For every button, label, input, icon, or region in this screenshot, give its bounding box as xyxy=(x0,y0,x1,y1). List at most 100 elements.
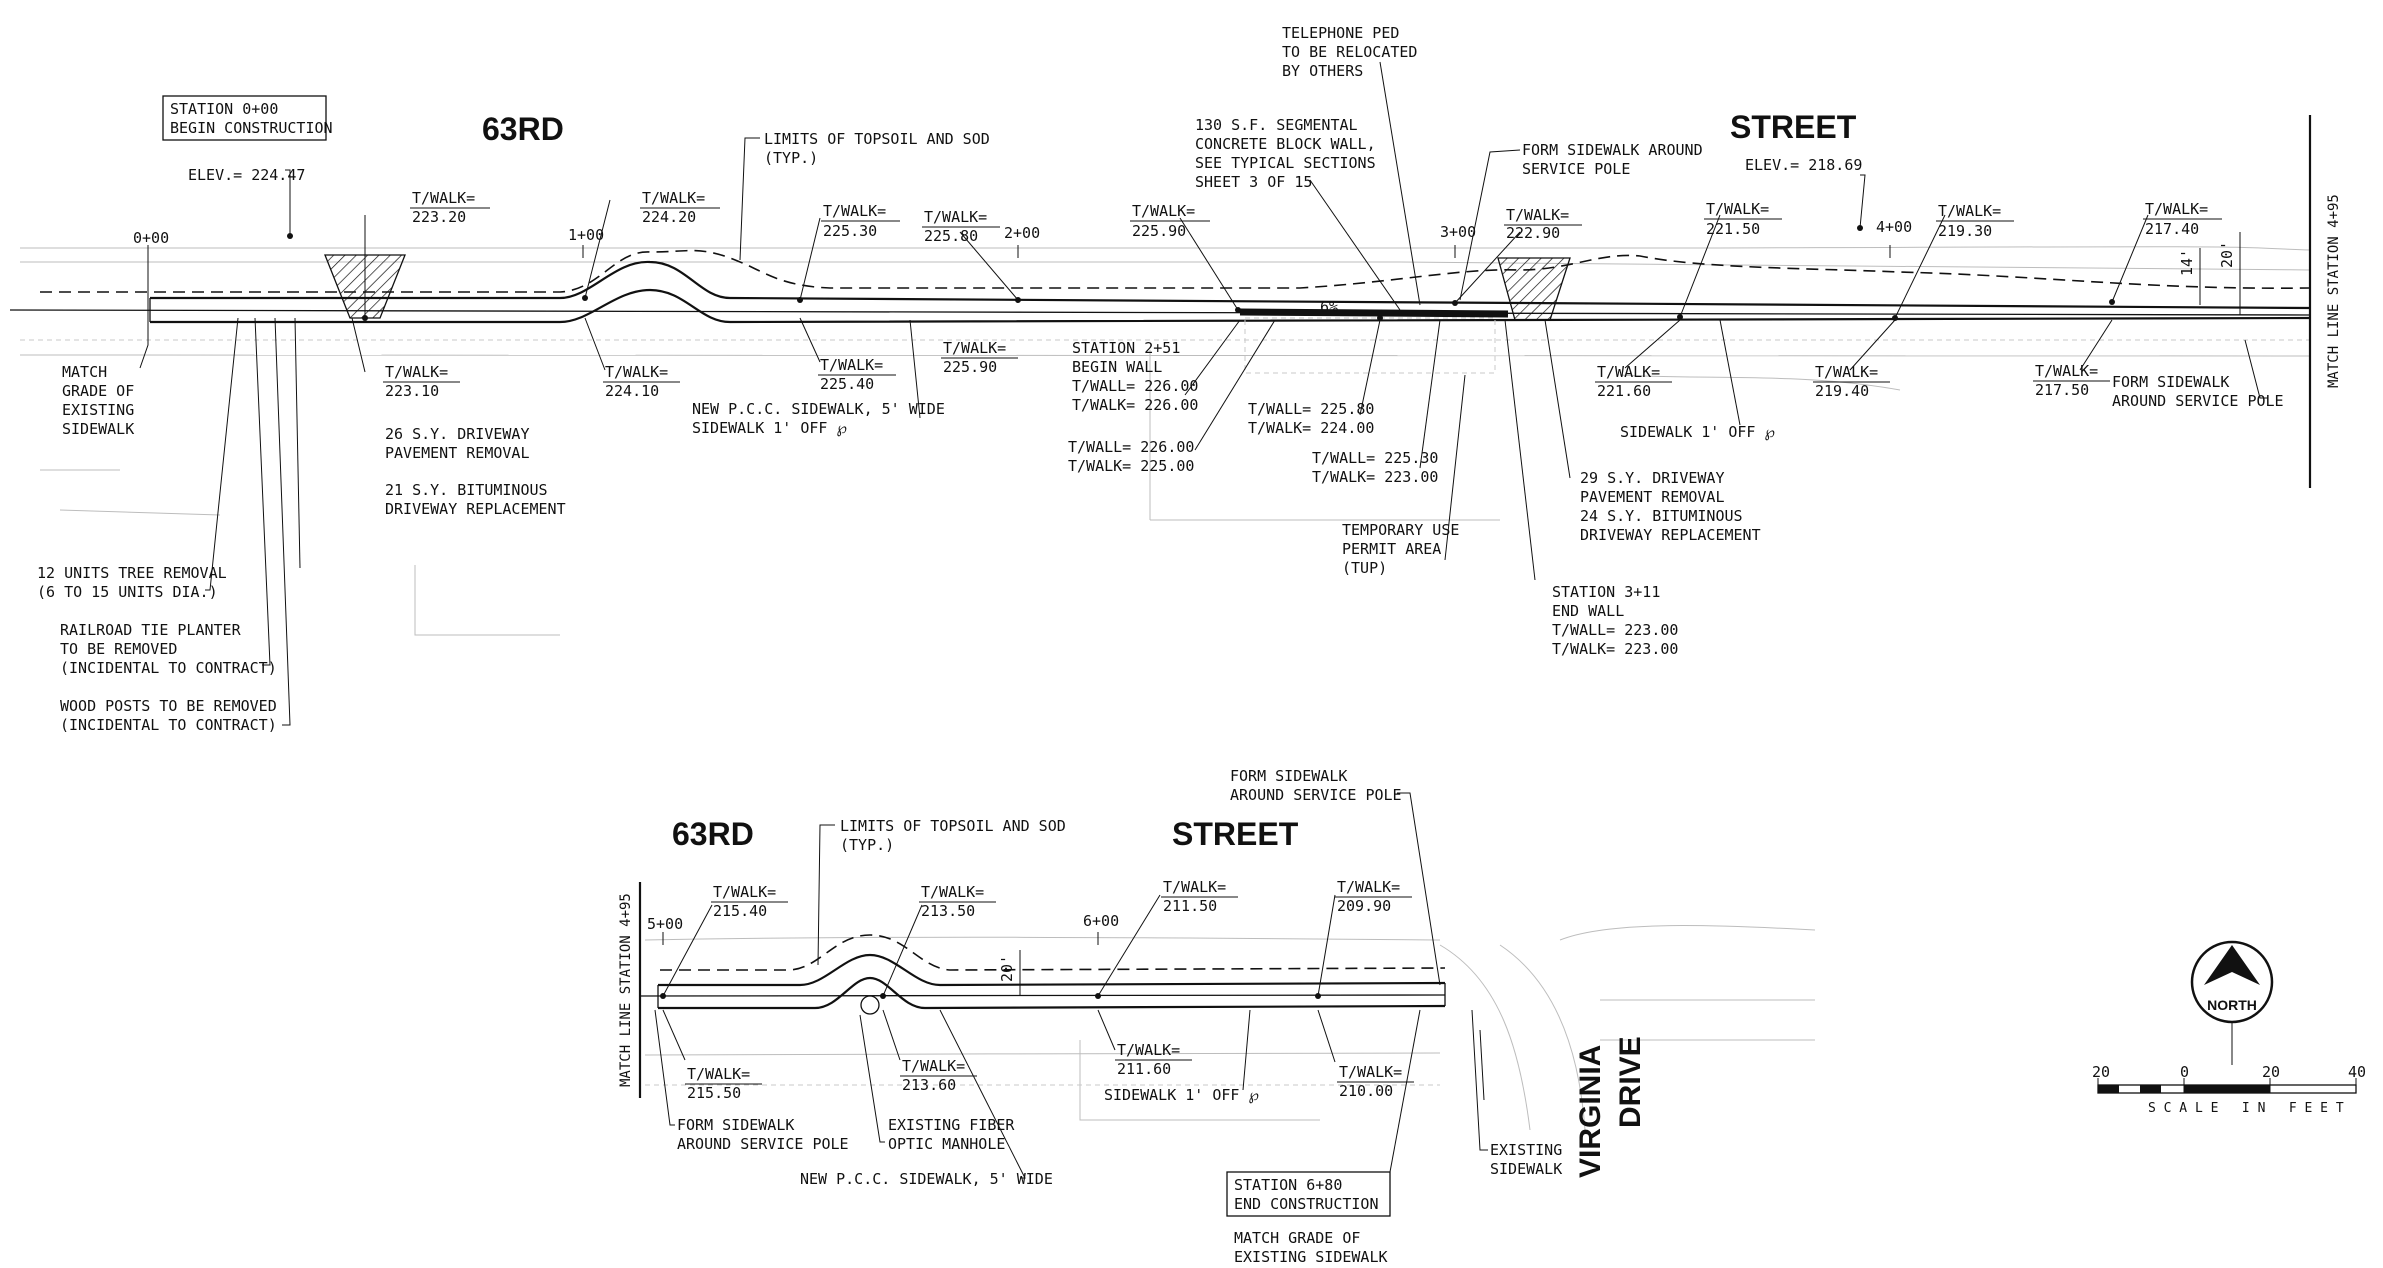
svg-text:FORM SIDEWALK: FORM SIDEWALK xyxy=(677,1116,794,1134)
sidewalk-offset-note-bottom: SIDEWALK 1' OFF ℘ xyxy=(1104,1086,1259,1104)
end-construction-box xyxy=(1226,1171,1391,1217)
svg-text:(TYP.): (TYP.) xyxy=(840,836,894,854)
svg-text:GRADE OF: GRADE OF xyxy=(62,382,134,400)
svg-text:SIDEWALK 1' OFF ℘: SIDEWALK 1' OFF ℘ xyxy=(692,419,847,437)
segmental-block-wall xyxy=(1239,308,1509,318)
topsoil-note: LIMITS OF TOPSOIL AND SOD xyxy=(764,130,990,148)
svg-text:LIMITS OF TOPSOIL AND SOD: LIMITS OF TOPSOIL AND SOD xyxy=(840,817,1066,835)
svg-text:T/WALL= 226.00: T/WALL= 226.00 xyxy=(1072,377,1198,395)
walk-elevation-underlines-bottom xyxy=(711,896,1412,903)
svg-text:221.60: 221.60 xyxy=(1597,382,1651,400)
svg-text:215.50: 215.50 xyxy=(687,1084,741,1102)
topsoil-note-bottom: LIMITS OF TOPSOIL AND SOD (TYP.) xyxy=(840,817,1066,854)
svg-text:29 S.Y. DRIVEWAY: 29 S.Y. DRIVEWAY xyxy=(1580,469,1725,487)
svg-text:225.90: 225.90 xyxy=(1132,222,1186,240)
sidewalk-offset-note-top: SIDEWALK 1' OFF ℘ xyxy=(1620,423,1775,441)
match-grade-note-top: MATCH GRADE OF EXISTING SIDEWALK xyxy=(62,363,134,438)
svg-text:EXISTING: EXISTING xyxy=(62,401,134,419)
north-arrow: NORTH xyxy=(2190,940,2274,1065)
walk-elevations-below-bottom: T/WALK= 215.50 T/WALK= 213.60 T/WALK= 21… xyxy=(687,1041,1402,1102)
svg-text:T/WALK= 223.00: T/WALK= 223.00 xyxy=(1312,468,1438,486)
scale-tick-label: 20 xyxy=(2262,1063,2280,1081)
walk-elevations-below-top: T/WALK= 223.10 T/WALK= 224.10 T/WALK= 22… xyxy=(385,339,2098,400)
svg-text:12 UNITS TREE REMOVAL: 12 UNITS TREE REMOVAL xyxy=(37,564,227,582)
begin-construction-box xyxy=(162,95,327,141)
svg-text:219.30: 219.30 xyxy=(1938,222,1992,240)
dim-20ft-bottom: 20' xyxy=(998,955,1016,982)
wall-pair-note-3: T/WALL= 225.30 T/WALK= 223.00 xyxy=(1312,449,1438,486)
station-label: 0+00 xyxy=(133,229,169,247)
leader-lines-top xyxy=(139,61,2268,726)
fiber-manhole-note: EXISTING FIBER OPTIC MANHOLE xyxy=(888,1116,1015,1153)
svg-text:TO BE REMOVED: TO BE REMOVED xyxy=(60,640,177,658)
svg-text:T/WALK=: T/WALK= xyxy=(687,1065,750,1083)
driveway-26sy-note: 26 S.Y. DRIVEWAY PAVEMENT REMOVAL 21 S.Y… xyxy=(385,425,566,518)
svg-text:T/WALK=: T/WALK= xyxy=(1938,202,2001,220)
svg-text:FORM SIDEWALK AROUND: FORM SIDEWALK AROUND xyxy=(1522,141,1703,159)
svg-text:EXISTING FIBER: EXISTING FIBER xyxy=(888,1116,1015,1134)
begin-station-label: STATION 0+00 xyxy=(170,100,278,118)
north-label: NORTH xyxy=(2207,997,2257,1013)
svg-text:AROUND SERVICE POLE: AROUND SERVICE POLE xyxy=(2112,392,2284,410)
new-pcc-note-top: NEW P.C.C. SIDEWALK, 5' WIDE SIDEWALK 1'… xyxy=(692,400,945,437)
svg-text:T/WALK=: T/WALK= xyxy=(2035,362,2098,380)
svg-text:130 S.F. SEGMENTAL: 130 S.F. SEGMENTAL xyxy=(1195,116,1358,134)
station-ticks-bottom xyxy=(662,932,1099,945)
svg-text:T/WALL= 225.30: T/WALL= 225.30 xyxy=(1312,449,1438,467)
svg-text:(INCIDENTAL TO CONTRACT): (INCIDENTAL TO CONTRACT) xyxy=(60,716,277,734)
station-label: 4+00 xyxy=(1876,218,1912,236)
grade-points-top xyxy=(362,295,2115,321)
svg-text:T/WALK= 224.00: T/WALK= 224.00 xyxy=(1248,419,1374,437)
scale-bar: 20 0 20 40 S C A L E I N F E E T xyxy=(2092,1063,2366,1116)
scale-caption: S C A L E I N F E E T xyxy=(2148,1101,2344,1116)
walk-elevation-underlines-below-bottom xyxy=(685,1059,1414,1085)
match-line-label-bottom: MATCH LINE STATION 4+95 xyxy=(618,893,634,1087)
scale-tick-label: 0 xyxy=(2180,1063,2189,1081)
svg-text:DRIVEWAY REPLACEMENT: DRIVEWAY REPLACEMENT xyxy=(385,500,566,518)
planter-note: RAILROAD TIE PLANTER TO BE REMOVED (INCI… xyxy=(60,621,277,677)
form-sidewalk-pole-note-top: FORM SIDEWALK AROUND SERVICE POLE xyxy=(1522,141,1703,178)
proposed-sidewalk-top xyxy=(150,260,2311,310)
svg-text:STATION 2+51: STATION 2+51 xyxy=(1072,339,1180,357)
svg-text:211.50: 211.50 xyxy=(1163,897,1217,915)
svg-text:T/WALK=: T/WALK= xyxy=(2145,200,2208,218)
svg-text:224.10: 224.10 xyxy=(605,382,659,400)
svg-text:T/WALL= 223.00: T/WALL= 223.00 xyxy=(1552,621,1678,639)
svg-text:T/WALK=: T/WALK= xyxy=(1706,200,1769,218)
svg-text:(6 TO 15 UNITS DIA.): (6 TO 15 UNITS DIA.) xyxy=(37,583,218,601)
existing-sidewalk-note: EXISTING SIDEWALK xyxy=(1490,1141,1562,1178)
begin-wall-note: STATION 2+51 BEGIN WALL T/WALL= 226.00 T… xyxy=(1072,339,1198,414)
north-arrow-icon xyxy=(2204,945,2260,985)
svg-text:T/WALK=: T/WALK= xyxy=(412,189,475,207)
svg-text:222.90: 222.90 xyxy=(1506,224,1560,242)
scale-tick-label: 40 xyxy=(2348,1063,2366,1081)
svg-text:T/WALK=: T/WALK= xyxy=(713,883,776,901)
svg-text:T/WALK=: T/WALK= xyxy=(1132,202,1195,220)
svg-text:225.40: 225.40 xyxy=(820,375,874,393)
form-sidewalk-pole-note-bottom: FORM SIDEWALK AROUND SERVICE POLE xyxy=(677,1116,849,1153)
svg-text:PAVEMENT REMOVAL: PAVEMENT REMOVAL xyxy=(385,444,530,462)
svg-text:225.90: 225.90 xyxy=(943,358,997,376)
svg-text:PERMIT AREA: PERMIT AREA xyxy=(1342,540,1441,558)
tup-note: TEMPORARY USE PERMIT AREA (TUP) xyxy=(1342,521,1459,577)
station-label: 2+00 xyxy=(1004,224,1040,242)
svg-text:223.10: 223.10 xyxy=(385,382,439,400)
end-wall-note: STATION 3+11 END WALL T/WALL= 223.00 T/W… xyxy=(1552,583,1678,658)
svg-text:221.50: 221.50 xyxy=(1706,220,1760,238)
svg-text:T/WALK=: T/WALK= xyxy=(1506,206,1569,224)
svg-text:T/WALK= 225.00: T/WALK= 225.00 xyxy=(1068,457,1194,475)
svg-text:(INCIDENTAL TO CONTRACT): (INCIDENTAL TO CONTRACT) xyxy=(60,659,277,677)
svg-text:WOOD POSTS TO BE REMOVED: WOOD POSTS TO BE REMOVED xyxy=(60,697,277,715)
svg-text:T/WALK=: T/WALK= xyxy=(921,883,984,901)
svg-text:21 S.Y. BITUMINOUS: 21 S.Y. BITUMINOUS xyxy=(385,481,548,499)
svg-text:DRIVEWAY REPLACEMENT: DRIVEWAY REPLACEMENT xyxy=(1580,526,1761,544)
svg-text:T/WALK=: T/WALK= xyxy=(1163,878,1226,896)
svg-text:(TUP): (TUP) xyxy=(1342,559,1387,577)
svg-text:AROUND SERVICE POLE: AROUND SERVICE POLE xyxy=(677,1135,849,1153)
svg-text:24 S.Y. BITUMINOUS: 24 S.Y. BITUMINOUS xyxy=(1580,507,1743,525)
svg-text:217.40: 217.40 xyxy=(2145,220,2199,238)
wall-pair-note-2: T/WALL= 225.80 T/WALK= 224.00 xyxy=(1248,400,1374,437)
dim-20ft: 20' xyxy=(2218,241,2236,268)
driveway-29sy-note: 29 S.Y. DRIVEWAY PAVEMENT REMOVAL 24 S.Y… xyxy=(1580,469,1761,544)
end-station-label: STATION 6+80 xyxy=(1234,1176,1342,1194)
